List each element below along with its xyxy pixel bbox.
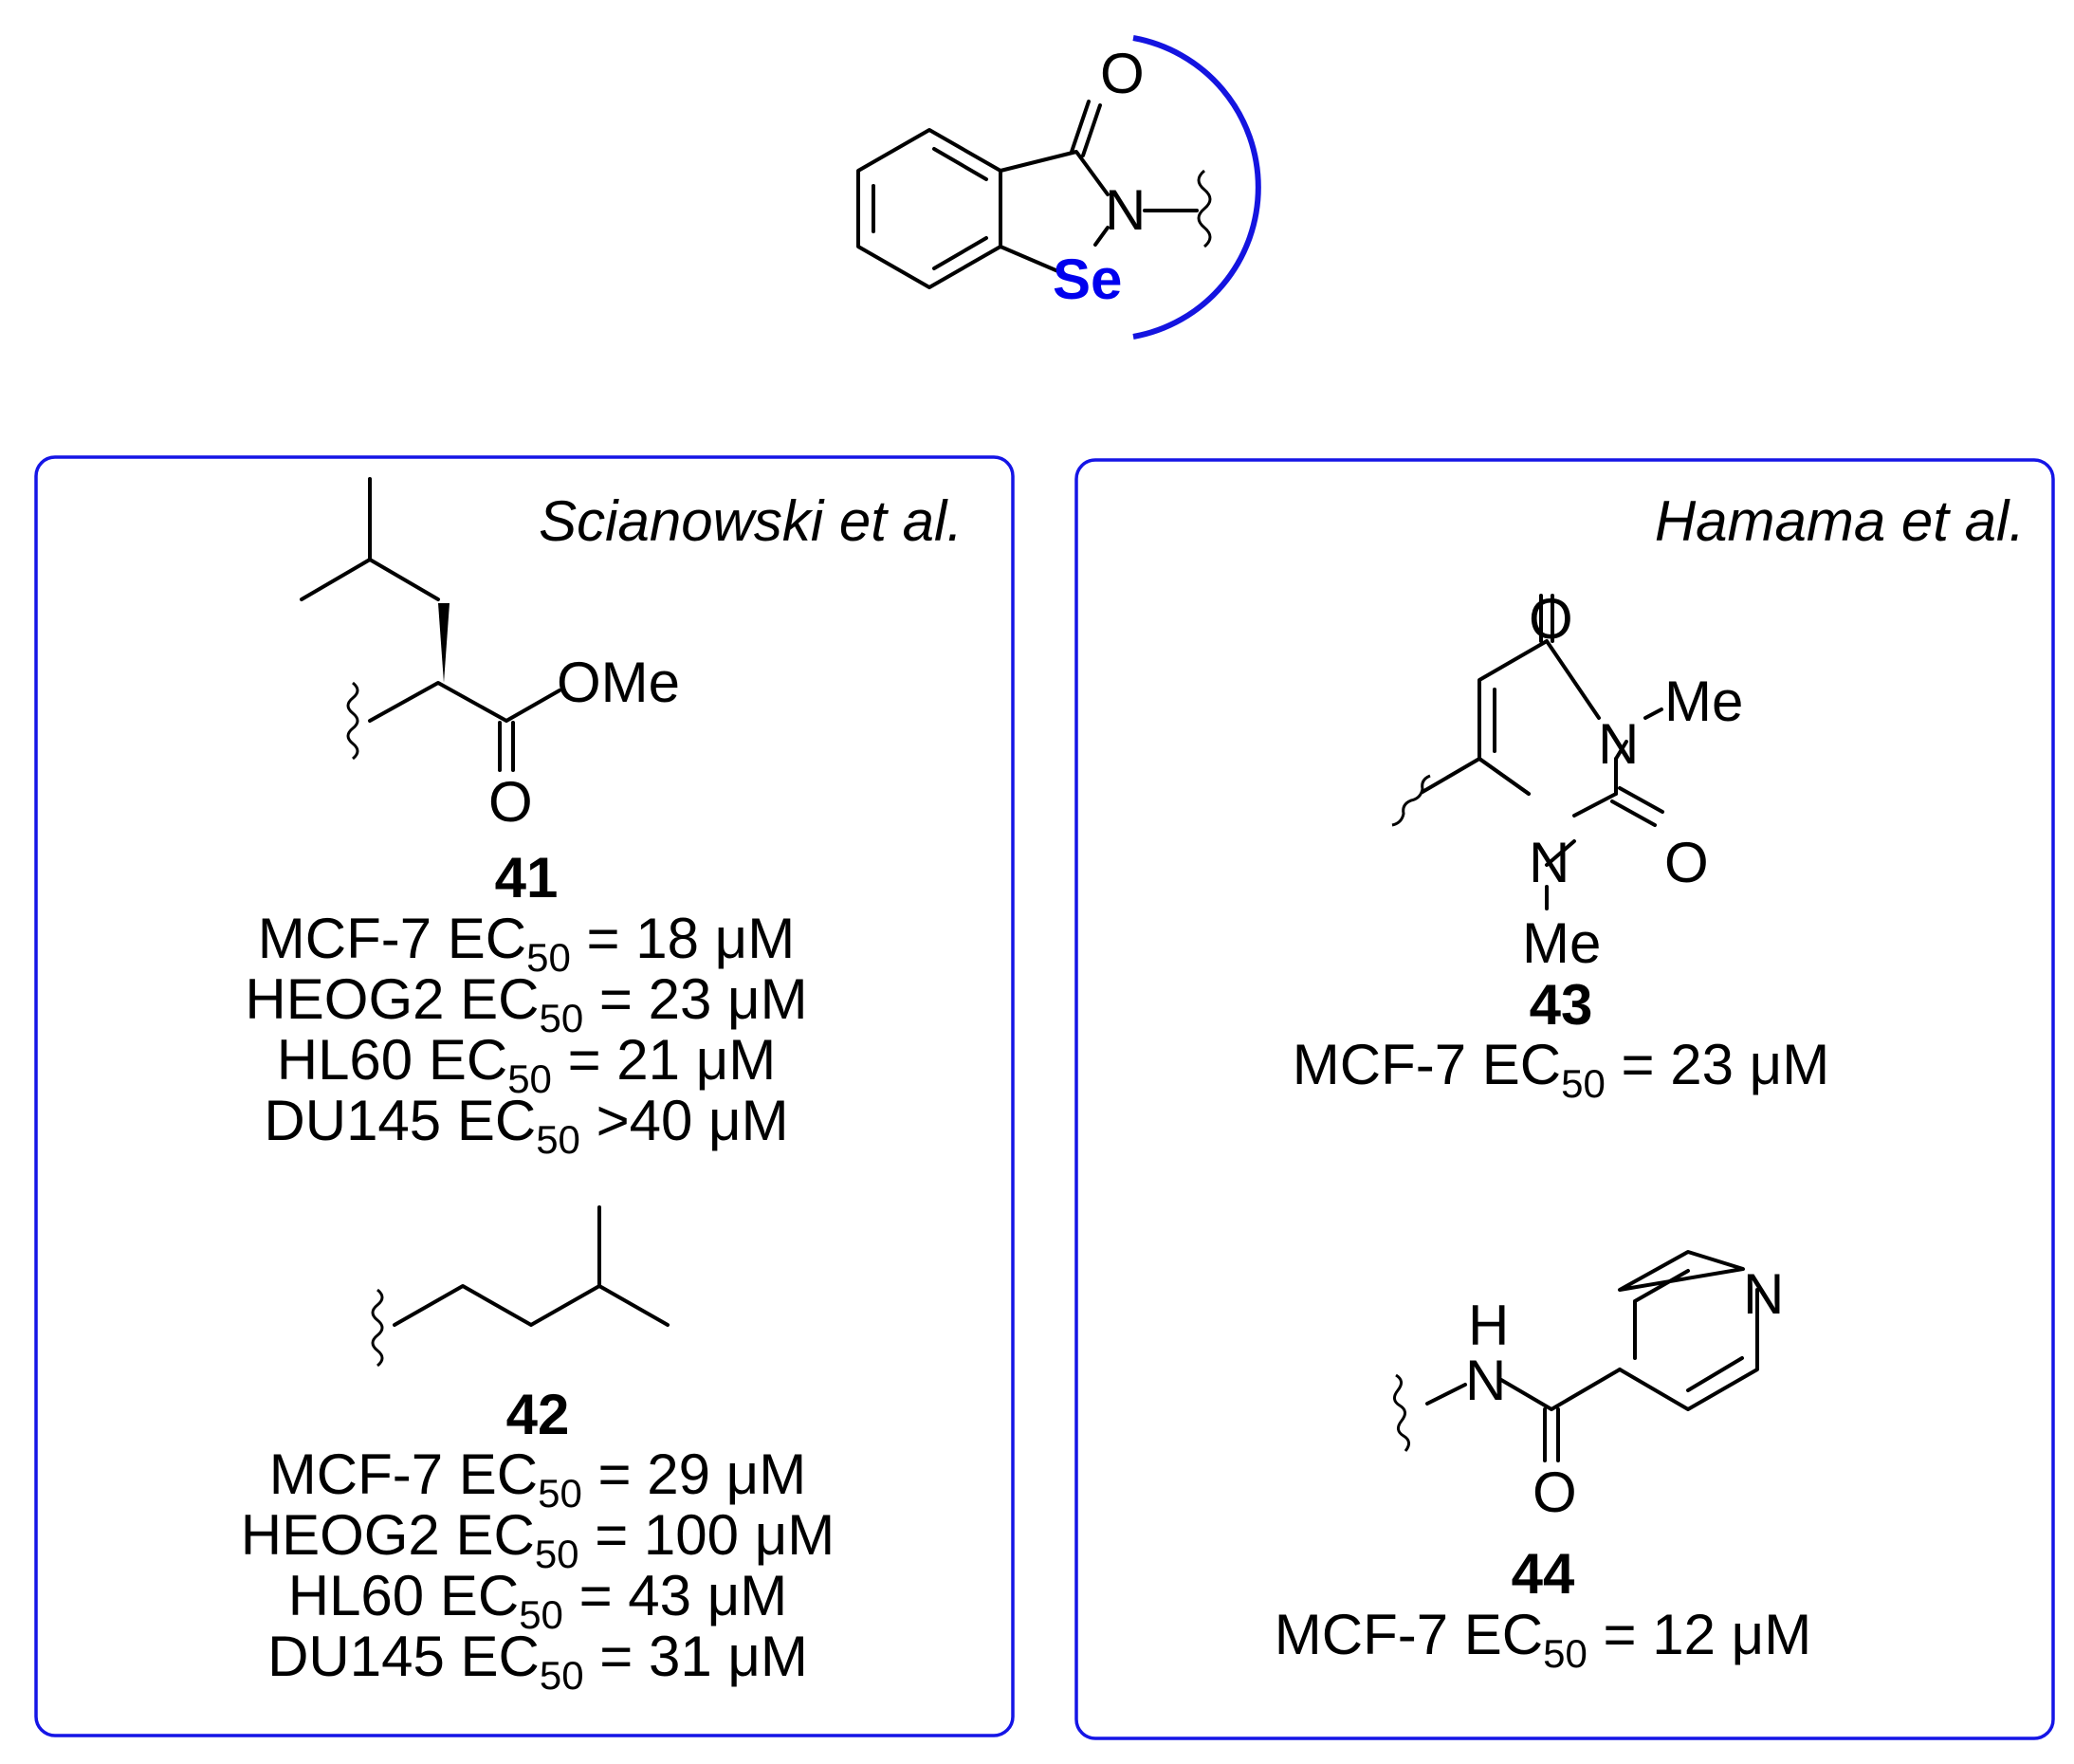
ester-ome-label: OMe: [557, 651, 680, 714]
compound-41-structure: OMe O: [300, 477, 680, 834]
uracil-c2-carbonyl: [1610, 786, 1664, 827]
core-nitrogen-label: N: [1105, 178, 1146, 242]
amide-n-label: N: [1465, 1349, 1506, 1412]
compound-43-label: 43: [1530, 973, 1593, 1037]
core-carbonyl-double-bond: [1070, 100, 1102, 157]
compound-42-wavy-attachment: [371, 1288, 384, 1368]
core-oxygen-label: O: [1100, 42, 1145, 105]
wedge-bond: [438, 603, 450, 683]
alpha-carbon-bonds: [368, 681, 561, 723]
core-se-bonds: [999, 226, 1110, 274]
blue-bracket-arc: [1132, 35, 1261, 340]
panel-frame-left: [34, 455, 1015, 1737]
amide-h-label: H: [1468, 1294, 1509, 1357]
pyridine-ring: [1618, 1250, 1759, 1411]
panel-frame-right: [1074, 458, 2055, 1740]
compound-44-structure: H N N O: [1393, 1250, 1784, 1524]
core-carbonyl-carbon-bonds: [999, 150, 1110, 196]
pyridine-n-label: N: [1743, 1262, 1784, 1326]
benzene-inner-bonds: [872, 147, 988, 270]
compound-43-activity-1: MCF-7 EC50 = 23 μM: [1293, 1033, 1829, 1106]
uracil-n1-label: N: [1529, 831, 1569, 894]
compound-41-wavy-attachment: [346, 681, 359, 761]
ebselen-core-structure: O N Se: [856, 35, 1261, 340]
amide-carbonyl-double-bond: [1543, 1407, 1560, 1462]
ester-carbonyl-double-bond: [498, 721, 515, 772]
compound-42-structure: [371, 1205, 670, 1368]
uracil-n3-label: N: [1598, 712, 1639, 776]
nh-substituent-bond: [1425, 1383, 1467, 1406]
compound-44-label: 44: [1512, 1542, 1575, 1606]
core-wavy-attachment: [1197, 169, 1212, 248]
compound-41-label: 41: [495, 846, 559, 910]
uracil-c6-attachment: [1421, 757, 1531, 796]
author-label: Hamama et al.: [1655, 489, 2025, 553]
compound-44-wavy-attachment: [1393, 1373, 1410, 1452]
compound-43-wavy-attachment: [1391, 774, 1431, 827]
compound-42-activity-2: HEOG2 EC50 = 100 μM: [241, 1503, 835, 1576]
uracil-n3-c2-bond: [1572, 740, 1628, 818]
compound-43-structure: O N Me O N Me: [1391, 587, 1743, 975]
core-selenium-label: Se: [1053, 248, 1122, 311]
uracil-o2-label: O: [1664, 831, 1709, 894]
amide-o-label: O: [1533, 1461, 1577, 1524]
author-label: Scianowski et al.: [539, 489, 963, 553]
compound-44-activity-1: MCF-7 EC50 = 12 μM: [1275, 1603, 1811, 1676]
amide-bonds: [1499, 1368, 1622, 1411]
compound-41-activity-1: MCF-7 EC50 = 18 μM: [258, 907, 795, 980]
uracil-n3-methyl-label: Me: [1664, 670, 1743, 733]
uracil-o4-label: O: [1529, 587, 1573, 651]
panel-scianowski: Scianowski et al. OMe O 41 MCF-7 EC50 = …: [34, 455, 1015, 1737]
compound-42-activity-3: HL60 EC50 = 43 μM: [288, 1564, 788, 1637]
pyridine-inner-bonds: [1633, 1269, 1744, 1392]
compound-42-activity-1: MCF-7 EC50 = 29 μM: [269, 1442, 806, 1516]
compound-42-label: 42: [506, 1383, 570, 1446]
uracil-c4-carbonyl: [1539, 594, 1554, 643]
panel-hamama: Hamama et al. O N Me O N Me 43 MCF-7 EC5…: [1074, 458, 2055, 1740]
compound-41-activity-3: HL60 EC50 = 21 μM: [277, 1028, 777, 1101]
isobutyl-chain: [300, 477, 440, 601]
compound-42-activity-4: DU145 EC50 = 31 μM: [267, 1625, 808, 1698]
uracil-n1-methyl-label: Me: [1522, 911, 1601, 975]
isopentyl-chain: [393, 1205, 670, 1327]
compound-41-activity-4: DU145 EC50 >40 μM: [264, 1089, 788, 1162]
uracil-n3-methyl-bond: [1643, 707, 1663, 720]
uracil-ring-bonds: [1477, 639, 1618, 867]
compound-41-activity-2: HEOG2 EC50 = 23 μM: [245, 967, 807, 1040]
benzene-ring: [856, 128, 1002, 289]
ester-oxygen-label: O: [488, 770, 533, 834]
